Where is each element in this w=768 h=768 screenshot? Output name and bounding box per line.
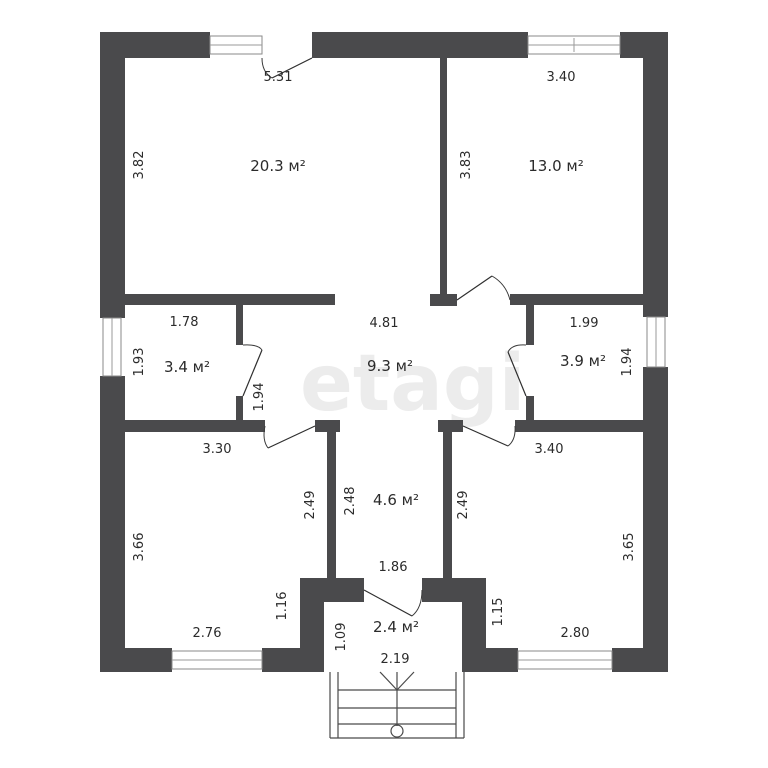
bedroom-se-width-top: 3.40 (535, 442, 564, 457)
window-right (646, 316, 666, 368)
bedroom-ne-area: 13.0 м² (528, 157, 584, 175)
bedroom-sw-width-bottom: 2.76 (193, 626, 222, 641)
bedroom-sw-width-top: 3.30 (203, 442, 232, 457)
bedroom-ne-height: 3.83 (459, 151, 474, 180)
hall-width: 4.81 (370, 316, 399, 331)
vestibule-width: 2.19 (381, 652, 410, 667)
window-left (102, 317, 122, 377)
outer-walls (100, 32, 668, 672)
door-bedroom-se (462, 425, 516, 447)
inner-walls (125, 58, 643, 578)
window-top-left (209, 35, 263, 55)
bedroom-sw-notch: 1.16 (275, 592, 290, 621)
bedroom-se-notch: 1.15 (491, 598, 506, 627)
hall-area: 9.3 м² (367, 357, 413, 375)
entrance-stairs (329, 671, 465, 739)
living-room-area: 20.3 м² (250, 157, 306, 175)
corridor-area: 4.6 м² (373, 491, 419, 509)
door-room-e (507, 344, 527, 397)
corridor-width: 1.86 (379, 560, 408, 575)
living-room-width: 5.31 (264, 70, 293, 85)
window-bottom-left (171, 650, 263, 670)
corridor-height: 2.48 (343, 487, 358, 516)
vestibule-area: 2.4 м² (373, 618, 419, 636)
window-bottom-right (517, 650, 613, 670)
room-w-area: 3.4 м² (164, 358, 210, 376)
room-w-height: 1.93 (132, 348, 147, 377)
room-w-width: 1.78 (170, 315, 199, 330)
door-room-w (242, 344, 263, 397)
room-e-width: 1.99 (570, 316, 599, 331)
bedroom-ne-width: 3.40 (547, 70, 576, 85)
door-bedroom-sw (263, 425, 316, 449)
bedroom-se-width-bottom: 2.80 (561, 626, 590, 641)
window-top-right (527, 35, 621, 55)
watermark: etagi (300, 339, 525, 429)
door-vestibule (363, 589, 423, 617)
living-room-height: 3.82 (132, 151, 147, 180)
room-e-area: 3.9 м² (560, 352, 606, 370)
door-entrance-living (261, 57, 313, 79)
room-e-height: 1.94 (620, 348, 635, 377)
bedroom-sw-height: 3.66 (132, 533, 147, 562)
bedroom-se-height: 3.65 (622, 533, 637, 562)
bedroom-sw-side: 2.49 (303, 491, 318, 520)
hall-depth: 1.94 (252, 383, 267, 412)
door-bedroom-ne (456, 275, 511, 301)
vestibule-height: 1.09 (334, 623, 349, 652)
bedroom-se-side: 2.49 (456, 491, 471, 520)
